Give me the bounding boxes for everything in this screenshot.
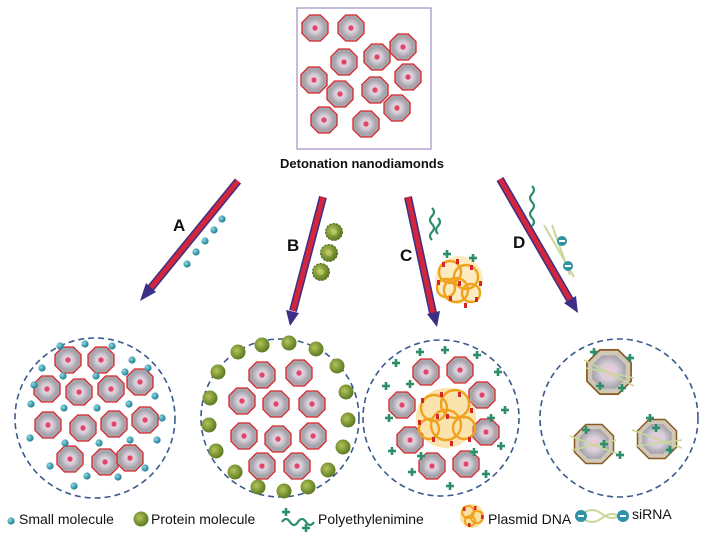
polyethylenimine-icon xyxy=(281,508,315,532)
complex-d-sirna xyxy=(569,359,683,455)
nanodiamond xyxy=(394,63,422,91)
nanodiamond xyxy=(389,33,417,61)
route-label-a: A xyxy=(173,216,186,235)
legend-plasmid-dna: Plasmid DNA xyxy=(488,511,572,527)
arrow-d xyxy=(496,176,578,313)
protein-molecule-icon xyxy=(133,511,149,527)
nanodiamond xyxy=(337,14,365,42)
plasmid-dna-icon xyxy=(460,504,484,528)
small-molecule-icon xyxy=(7,517,15,525)
route-label-d: D xyxy=(513,233,526,252)
sirna-icon xyxy=(575,509,629,523)
nanodiamond xyxy=(330,48,358,76)
legend-protein-molecule: Protein molecule xyxy=(151,511,256,527)
legend-small-molecule: Small molecule xyxy=(19,511,114,527)
plasmid-dna-cargo xyxy=(435,250,483,308)
complex-c-plasmid xyxy=(416,388,477,448)
sirna-cargo xyxy=(528,185,575,278)
route-label-c: C xyxy=(400,246,413,265)
route-label-b: B xyxy=(287,236,300,255)
arrow-c xyxy=(404,196,440,327)
title-label: Detonation nanodiamonds xyxy=(280,156,444,171)
nanodiamond xyxy=(300,66,328,94)
nanodiamond xyxy=(326,80,354,108)
nanodiamond xyxy=(310,106,338,134)
nanodiamond xyxy=(363,43,391,71)
arrow-a xyxy=(140,178,242,301)
legend-sirna: siRNA xyxy=(632,506,672,522)
arrow-b xyxy=(286,195,327,326)
nanodiamond xyxy=(352,110,380,138)
polyethylenimine-cargo xyxy=(428,207,442,241)
nanodiamond xyxy=(383,94,411,122)
legend-polyethylenimine: Polyethylenimine xyxy=(318,511,424,527)
nanodiamond xyxy=(361,76,389,104)
nanodiamond xyxy=(301,14,329,42)
